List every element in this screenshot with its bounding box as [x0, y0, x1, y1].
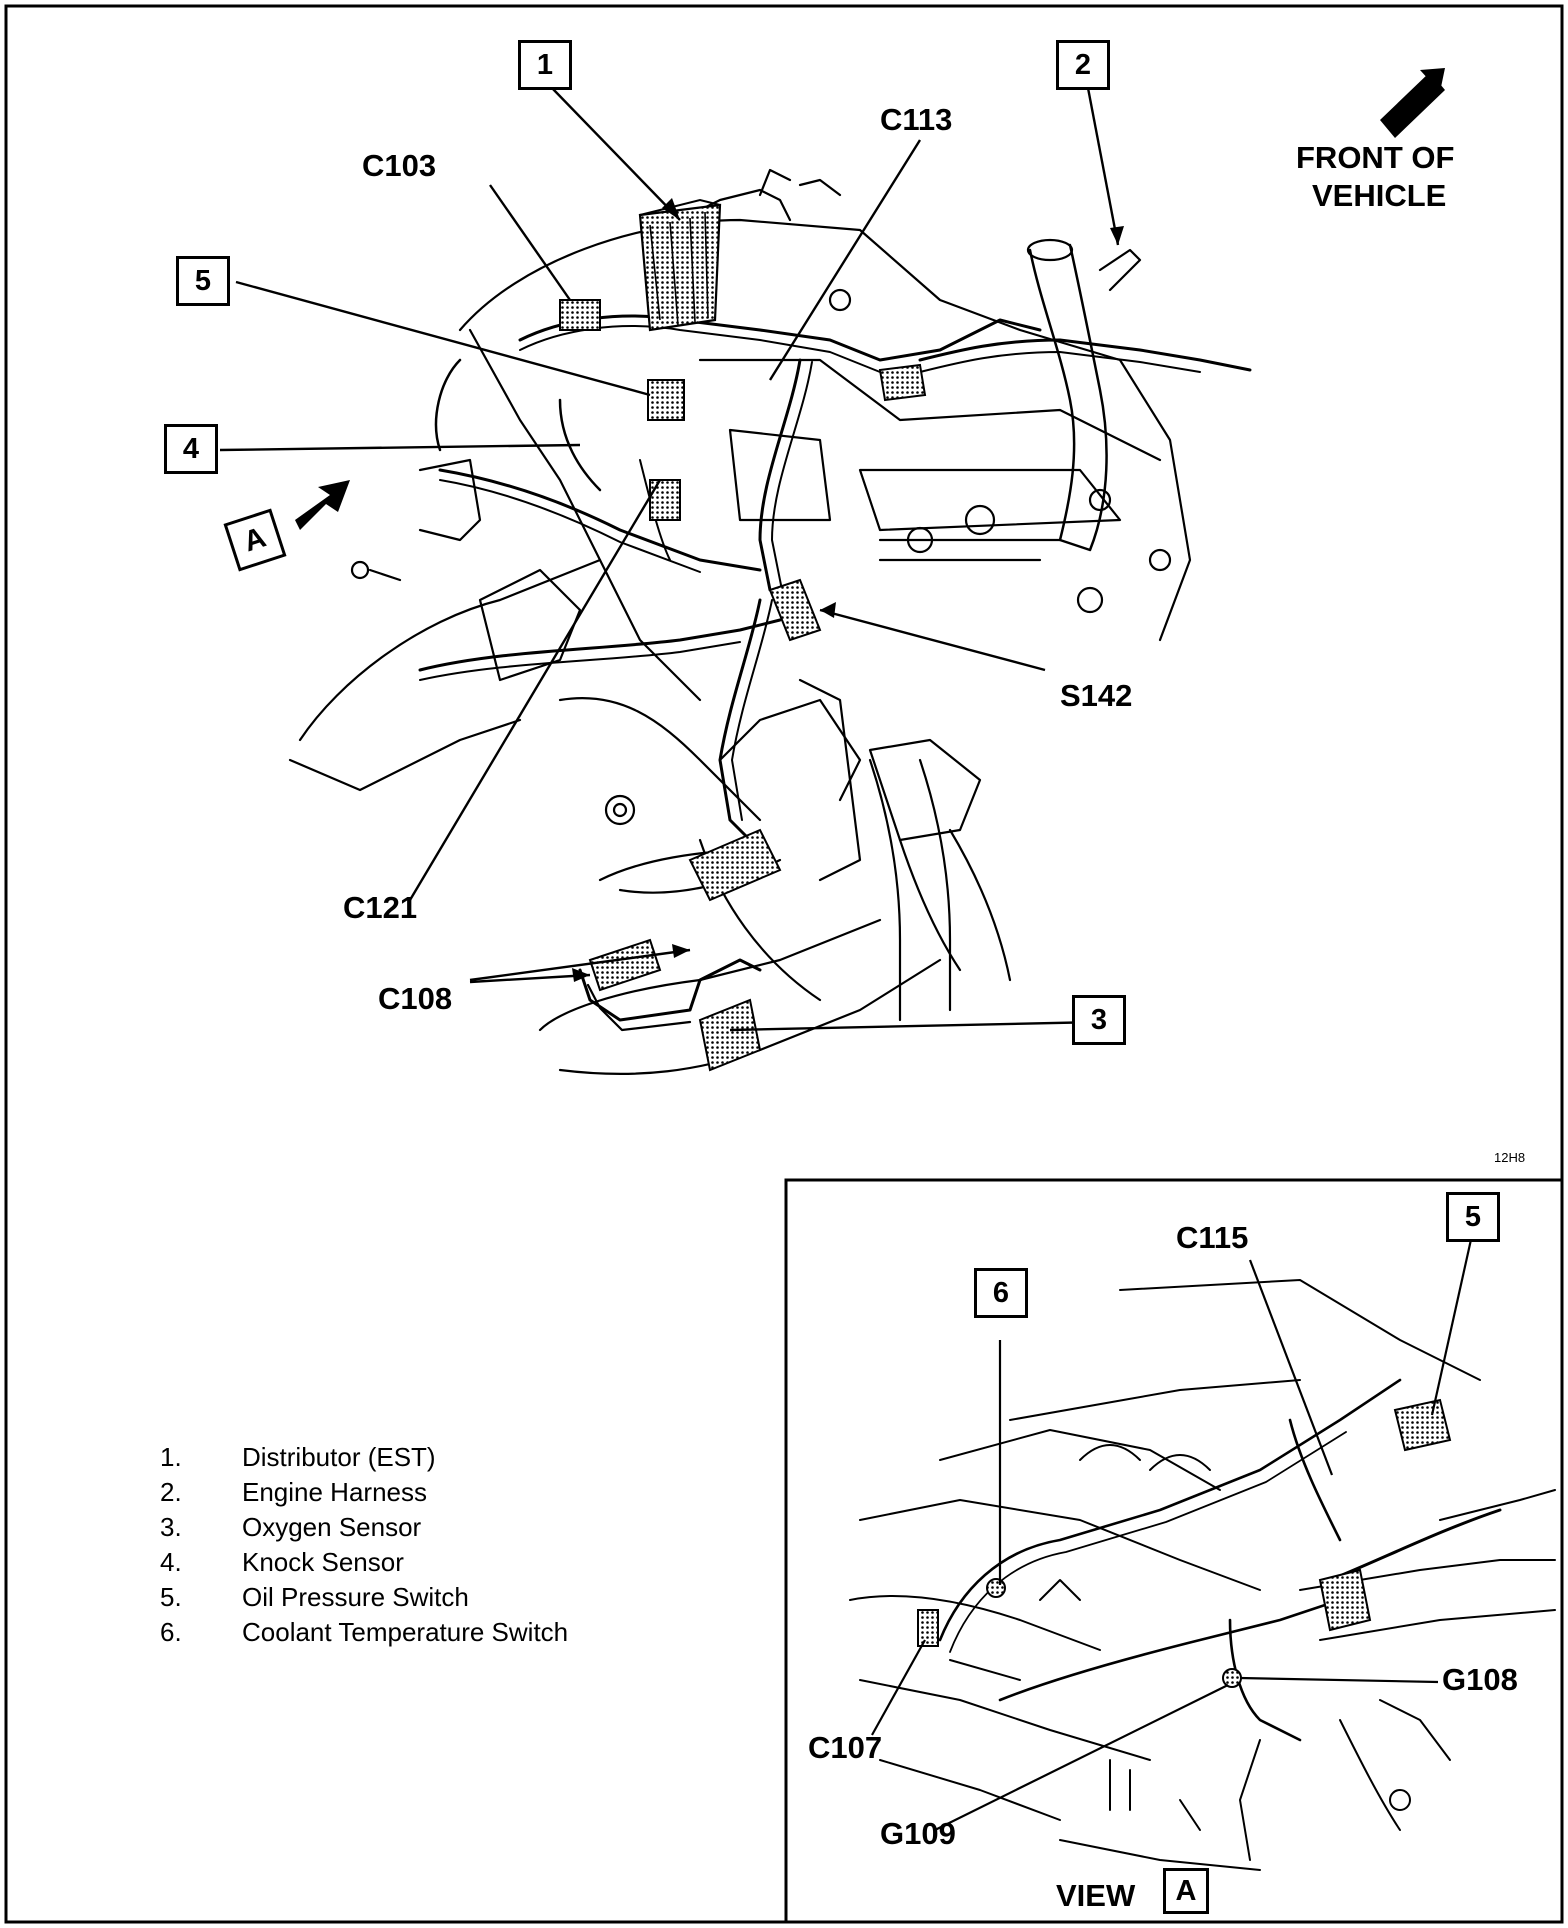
- label-c108: C108: [378, 981, 453, 1016]
- label-view: VIEW: [1056, 1878, 1136, 1913]
- legend-item: 4. Knock Sensor: [160, 1545, 568, 1580]
- view-a-line-art: [849, 1279, 1556, 1871]
- legend-text: Engine Harness: [242, 1477, 427, 1507]
- callout-6: 6: [974, 1268, 1028, 1318]
- legend-text: Distributor (EST): [242, 1442, 436, 1472]
- legend-number: 3.: [160, 1512, 182, 1542]
- callout-3: 3: [1072, 995, 1126, 1045]
- legend-item: 6. Coolant Temperature Switch: [160, 1615, 568, 1650]
- label-c115: C115: [1176, 1220, 1249, 1255]
- legend-item: 5. Oil Pressure Switch: [160, 1580, 568, 1615]
- legend-number: 1.: [160, 1442, 182, 1472]
- distributor-shape: [638, 198, 722, 332]
- label-c103: C103: [362, 148, 437, 183]
- legend-number: 6.: [160, 1617, 182, 1647]
- callout-1: 1: [518, 40, 572, 90]
- label-c121: C121: [343, 890, 418, 925]
- legend-text: Coolant Temperature Switch: [242, 1617, 569, 1647]
- callout-5-view-a: 5: [1446, 1192, 1500, 1242]
- legend-number: 4.: [160, 1547, 182, 1577]
- engine-line-art: [288, 168, 1252, 1076]
- main-leader-lines: [219, 87, 1120, 1032]
- label-c113: C113: [880, 102, 953, 137]
- callout-4: 4: [164, 424, 218, 474]
- leader-arrowheads: [572, 198, 1124, 982]
- label-view-letter: A: [1163, 1868, 1209, 1914]
- view-a-frame: [784, 1178, 1564, 1924]
- callout-2: 2: [1056, 40, 1110, 90]
- label-g109: G109: [880, 1816, 956, 1851]
- legend-text: Oxygen Sensor: [242, 1512, 422, 1542]
- legend-item: 1. Distributor (EST): [160, 1440, 568, 1475]
- label-front-of: FRONT OF: [1296, 140, 1455, 175]
- legend-text: Knock Sensor: [242, 1547, 404, 1577]
- legend-number: 5.: [160, 1582, 182, 1612]
- legend-text: Oil Pressure Switch: [242, 1582, 469, 1612]
- label-s142: S142: [1060, 678, 1133, 713]
- legend-item: 2. Engine Harness: [160, 1475, 568, 1510]
- legend: 1. Distributor (EST) 2. Engine Harness 3. O…: [160, 1440, 568, 1650]
- label-c107: C107: [808, 1730, 883, 1765]
- view-a-pointer-icon: [295, 480, 350, 530]
- label-g108: G108: [1442, 1662, 1518, 1697]
- front-arrow-icon: [1380, 68, 1445, 138]
- legend-item: 3. Oxygen Sensor: [160, 1510, 568, 1545]
- label-vehicle: VEHICLE: [1312, 178, 1447, 213]
- outer-frame: [4, 4, 1564, 1924]
- view-a-leader-lines: [871, 1234, 1474, 1831]
- legend-number: 2.: [160, 1477, 182, 1507]
- connector-shapes: [559, 299, 927, 1072]
- callout-5: 5: [176, 256, 230, 306]
- drawing-code: 12H8: [1494, 1150, 1526, 1165]
